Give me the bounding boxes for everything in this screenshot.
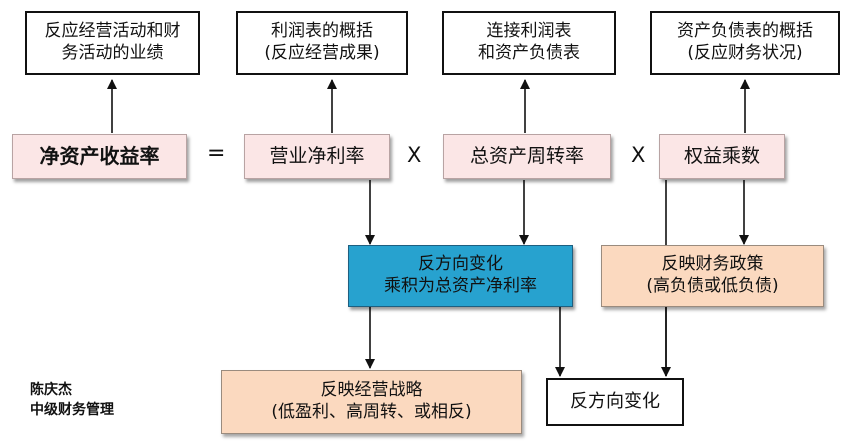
equals-sign: =	[207, 141, 226, 166]
multiplier-description-box: 资产负债表的概括 (反应财务状况)	[650, 11, 840, 75]
financial-policy-line2: (高负债或低负债)	[646, 276, 779, 296]
inverse-product-line2: 乘积为总资产净利率	[384, 276, 537, 296]
course-name: 中级财务管理	[30, 401, 114, 418]
multiplier-description-line1: 资产负债表的概括	[677, 21, 813, 42]
roe-description-line2: 务活动的业绩	[61, 43, 164, 63]
roe-description-box: 反应经营活动和财 务活动的业绩	[25, 11, 200, 75]
roe-box: 净资产收益率	[12, 134, 187, 179]
net-margin-box: 营业净利率	[244, 134, 390, 179]
inverse-change-box: 反方向变化	[546, 378, 684, 426]
financial-policy-box: 反映财务政策 (高负债或低负债)	[601, 245, 824, 307]
equity-multiplier-box: 权益乘数	[659, 134, 785, 179]
roe-description-line1: 反应经营活动和财	[44, 21, 181, 42]
times-sign-1: X	[407, 143, 422, 167]
margin-description-line1: 利润表的概括	[271, 21, 373, 42]
author-credit: 陈庆杰 中级财务管理	[30, 381, 114, 420]
multiplier-description-line2: (反应财务状况)	[687, 43, 803, 63]
inverse-product-line1: 反方向变化	[418, 254, 503, 275]
turnover-description-line1: 连接利润表	[486, 21, 572, 42]
operating-strategy-line1: 反映经营战略	[320, 380, 423, 401]
turnover-description-line2: 和资产负债表	[478, 43, 580, 63]
times-sign-2: X	[631, 143, 646, 167]
financial-policy-line1: 反映财务政策	[661, 254, 764, 275]
margin-description-box: 利润表的概括 (反应经营成果)	[236, 11, 408, 75]
operating-strategy-line2: (低盈利、高周转、或相反)	[271, 402, 472, 422]
turnover-description-box: 连接利润表 和资产负债表	[442, 11, 616, 75]
inverse-product-box: 反方向变化 乘积为总资产净利率	[348, 245, 573, 307]
operating-strategy-box: 反映经营战略 (低盈利、高周转、或相反)	[221, 370, 522, 434]
asset-turnover-box: 总资产周转率	[443, 134, 611, 179]
author-name: 陈庆杰	[30, 382, 72, 398]
margin-description-line2: (反应经营成果)	[264, 43, 380, 63]
